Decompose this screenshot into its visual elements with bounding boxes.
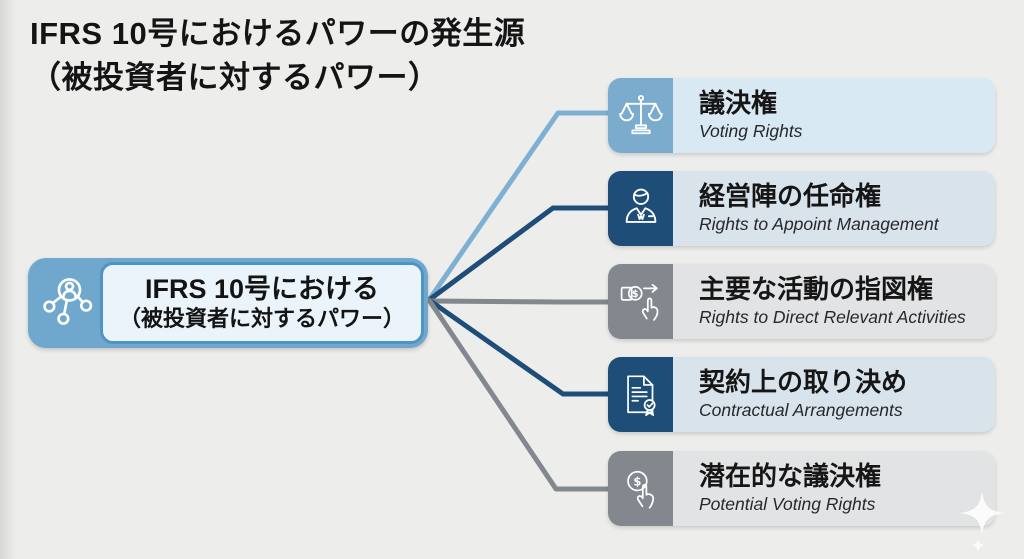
branch-title-jp: 議決権 (699, 88, 778, 119)
branch-title-en: Rights to Appoint Management (699, 214, 939, 235)
connector-voting-rights (426, 110, 615, 303)
branch-title-en: Rights to Direct Relevant Activities (699, 307, 966, 328)
org-network-icon (28, 258, 104, 348)
svg-text:$: $ (633, 474, 641, 488)
root-node-panel: IFRS 10号における （被投資者に対するパワー） (100, 262, 424, 344)
branch-title-jp: 契約上の取り決め (699, 367, 908, 398)
branch-title-jp: 主要な活動の指図権 (699, 274, 934, 305)
branch-title-en: Contractual Arrangements (699, 400, 903, 421)
connector-direct-activities (426, 298, 615, 305)
page-title-line2: （被投資者に対するパワー） (30, 60, 440, 96)
root-node-line1: IFRS 10号における (144, 274, 380, 305)
branch-voting-rights: 議決権 Voting Rights (608, 78, 995, 153)
branch-title-en: Voting Rights (699, 121, 803, 142)
page-title: IFRS 10号におけるパワーの発生源 （被投資者に対するパワー） (30, 12, 525, 100)
branch-title-jp: 経営陣の任命権 (699, 181, 882, 212)
branch-appoint-management-panel: 経営陣の任命権 Rights to Appoint Management (673, 171, 995, 246)
root-node: IFRS 10号における （被投資者に対するパワー） (28, 258, 428, 348)
branch-potential-voting-rights-panel: 潜在的な議決権 Potential Voting Rights (673, 451, 995, 526)
money-direction-icon: $ (608, 264, 673, 339)
branch-appoint-management: 経営陣の任命権 Rights to Appoint Management (608, 171, 995, 246)
branch-direct-activities: $ 主要な活動の指図権 Rights to Direct Relevant Ac… (608, 264, 995, 339)
coin-click-icon: $ (608, 451, 673, 526)
branch-contractual-arrangements: 契約上の取り決め Contractual Arrangements (608, 357, 995, 432)
connector-appoint-management (426, 205, 615, 303)
manager-icon (608, 171, 673, 246)
branch-voting-rights-panel: 議決権 Voting Rights (673, 78, 995, 153)
contract-seal-icon (608, 357, 673, 432)
sparkle-icon (960, 491, 1004, 552)
branch-direct-activities-panel: 主要な活動の指図権 Rights to Direct Relevant Acti… (673, 264, 995, 339)
root-node-line2: （被投資者に対するパワー） (118, 306, 405, 332)
balance-scale-icon (608, 78, 673, 153)
connector-potential-voting (426, 297, 615, 492)
branch-title-en: Potential Voting Rights (699, 494, 876, 515)
svg-text:$: $ (632, 288, 639, 299)
branch-title-jp: 潜在的な議決権 (699, 461, 882, 492)
page-title-line1: IFRS 10号におけるパワーの発生源 (30, 16, 526, 51)
connector-contractual (426, 297, 615, 397)
branch-contractual-arrangements-panel: 契約上の取り決め Contractual Arrangements (673, 357, 995, 432)
branch-potential-voting-rights: $ 潜在的な議決権 Potential Voting Rights (608, 451, 995, 526)
